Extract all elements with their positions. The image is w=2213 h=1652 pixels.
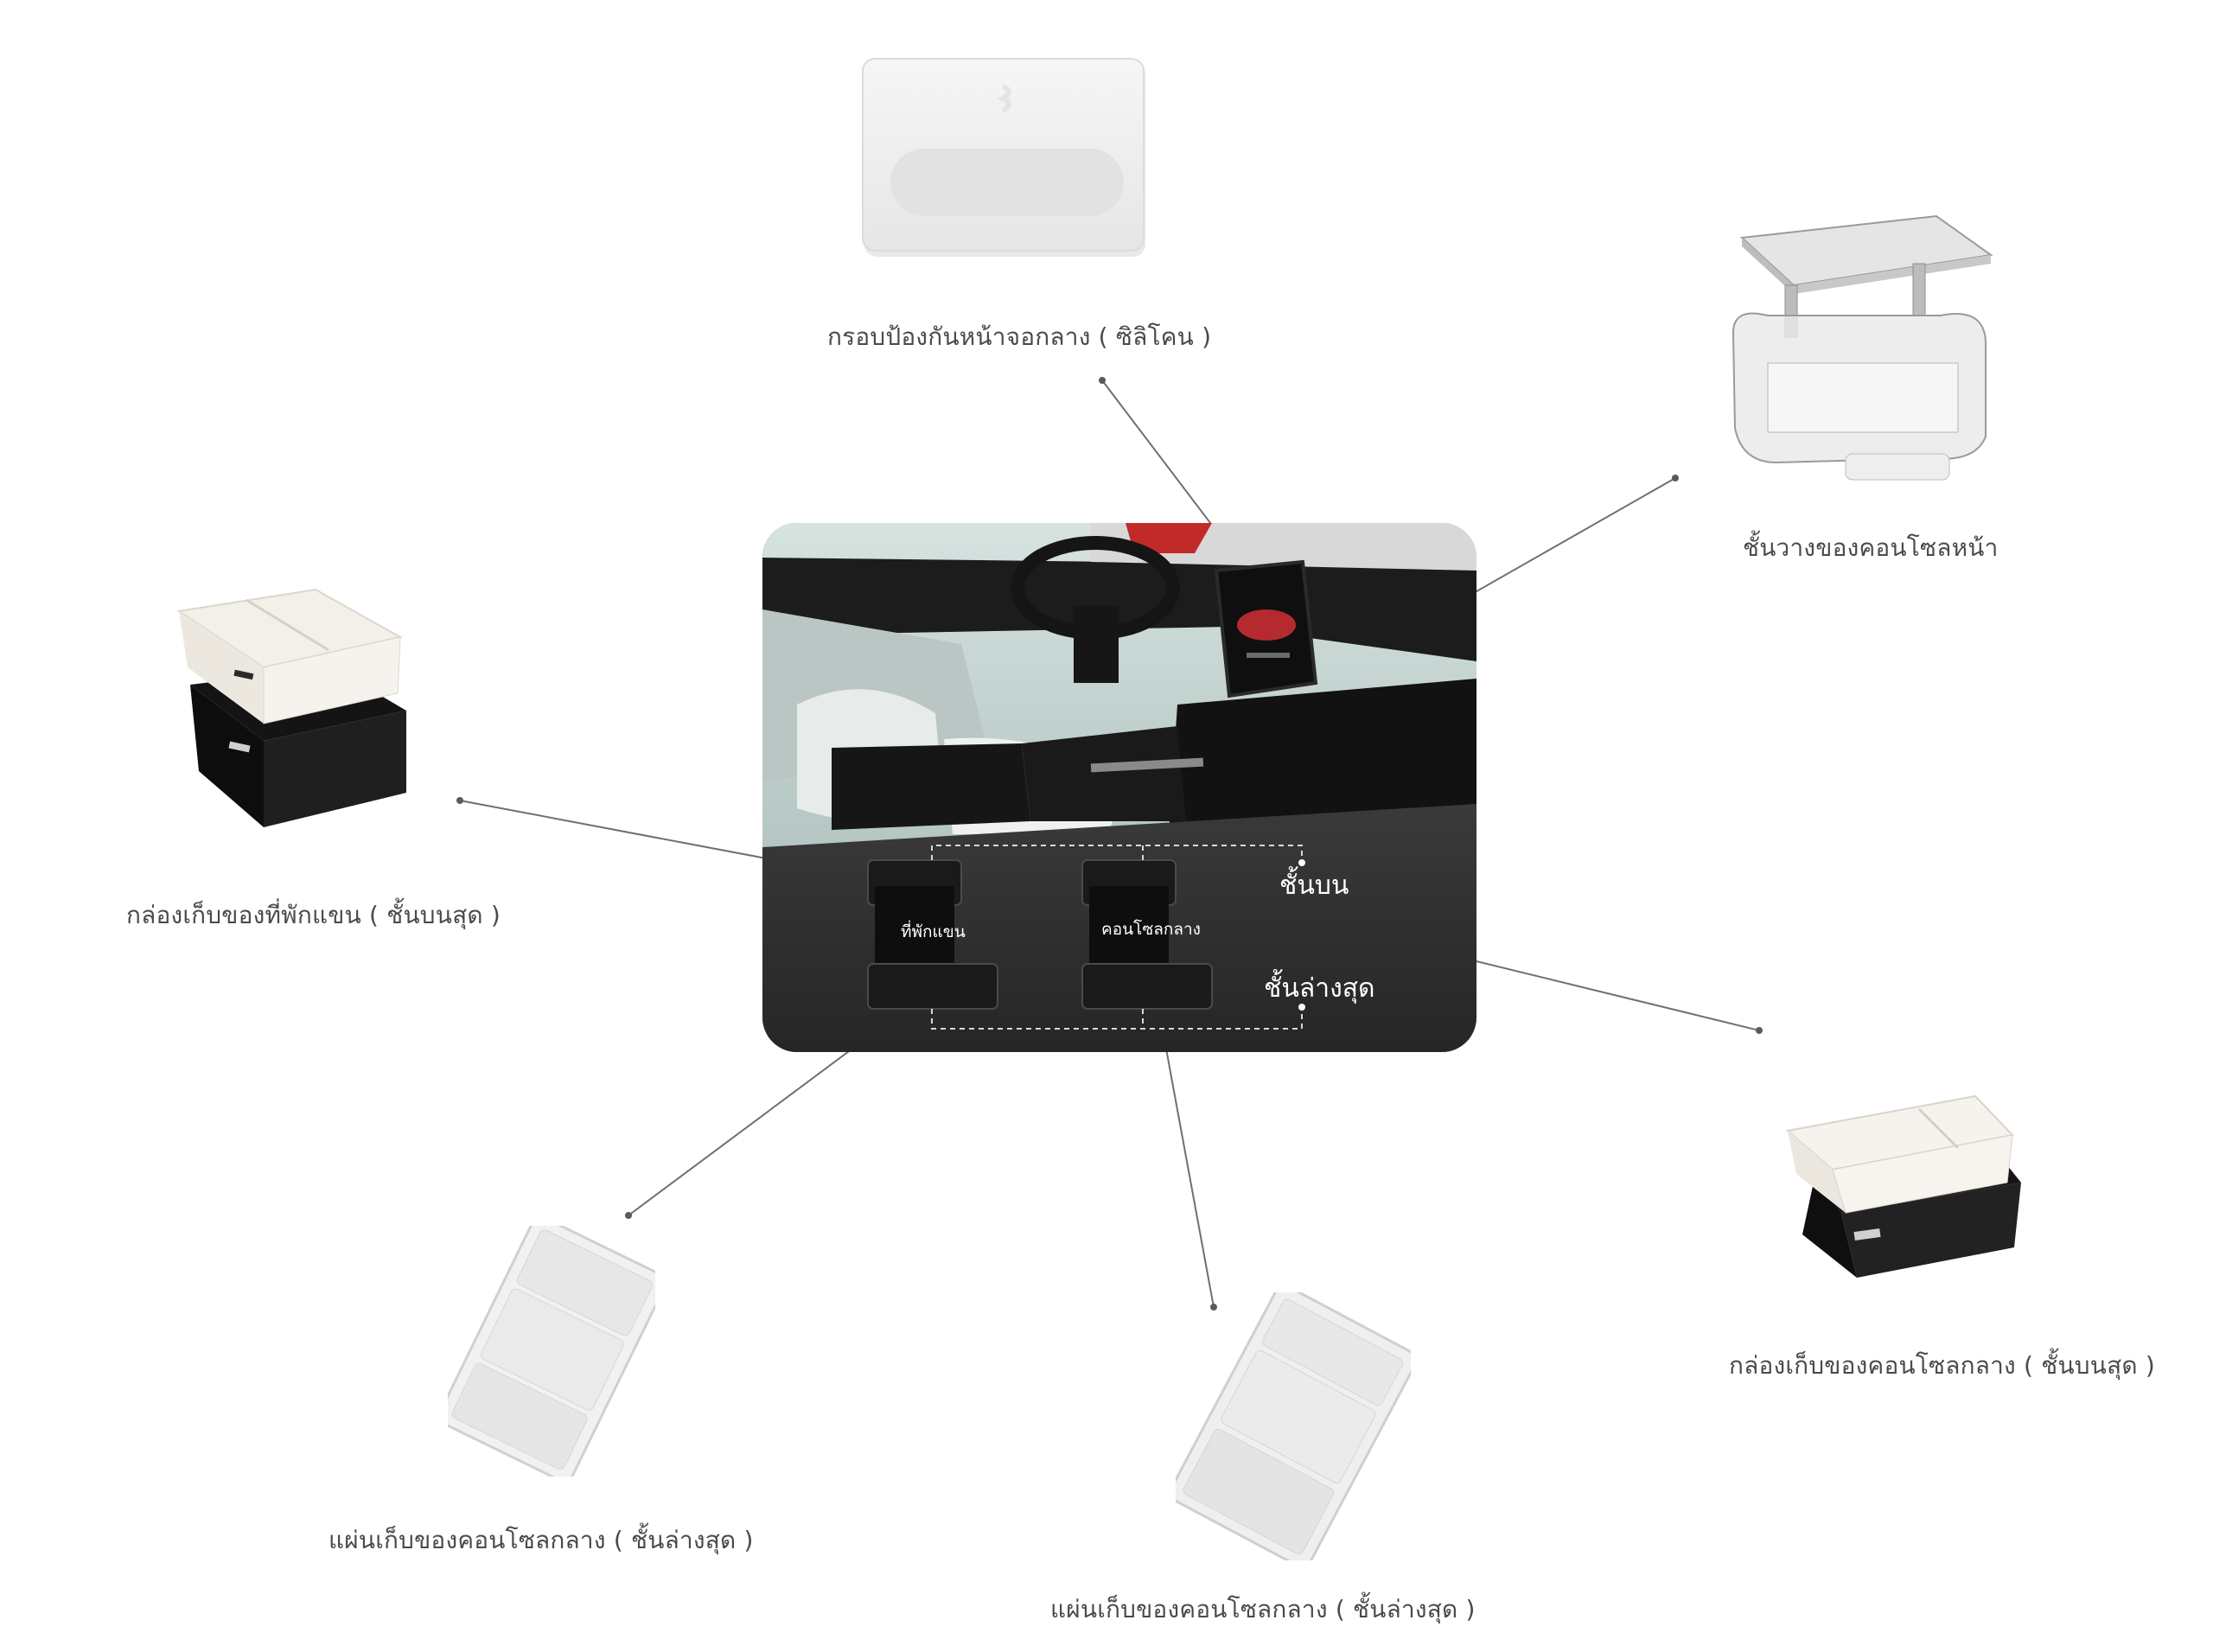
console-box-image <box>1785 1094 2021 1278</box>
leader-dot <box>1672 475 1679 482</box>
caption-front-shelf: ชั้นวางของคอนโซลหน้า <box>1743 533 1999 562</box>
armrest-box-image <box>177 588 406 827</box>
caption-tray-left: แผ่นเก็บของคอนโซลกลาง ( ชั้นล่างสุด ) <box>328 1526 754 1554</box>
tray-left-image <box>448 1226 655 1477</box>
caption-armrest-box: กล่องเก็บของที่พักแขน ( ชั้นบนสุด ) <box>126 901 501 929</box>
console-label: คอนโซลกลาง <box>1101 920 1201 939</box>
car-interior-photo: ที่พักแขน คอนโซลกลาง ชั้นบน ชั้นล่างสุด <box>762 523 1476 1052</box>
leader-dot <box>1756 1027 1763 1034</box>
front-shelf-image <box>1731 214 1993 481</box>
caption-tray-center: แผ่นเก็บของคอนโซลกลาง ( ชั้นล่างสุด ) <box>1050 1595 1476 1623</box>
leader-dot <box>625 1212 632 1219</box>
lower-tier-label: ชั้นล่างสุด <box>1264 973 1375 1004</box>
tray-center-image <box>1176 1292 1411 1560</box>
caption-screen-frame: กรอบป้องกันหน้าจอกลาง ( ซิลิโคน ) <box>827 322 1212 351</box>
caption-console-box: กล่องเก็บของคอนโซลกลาง ( ชั้นบนสุด ) <box>1729 1351 2156 1380</box>
leader-dot <box>1099 377 1106 384</box>
screen-frame-image <box>862 58 1145 257</box>
upper-tier-label: ชั้นบน <box>1279 871 1349 901</box>
armrest-label: ที่พักแขน <box>901 922 966 941</box>
car-interior-illustration <box>762 523 1476 1052</box>
leader-dot <box>456 797 463 804</box>
